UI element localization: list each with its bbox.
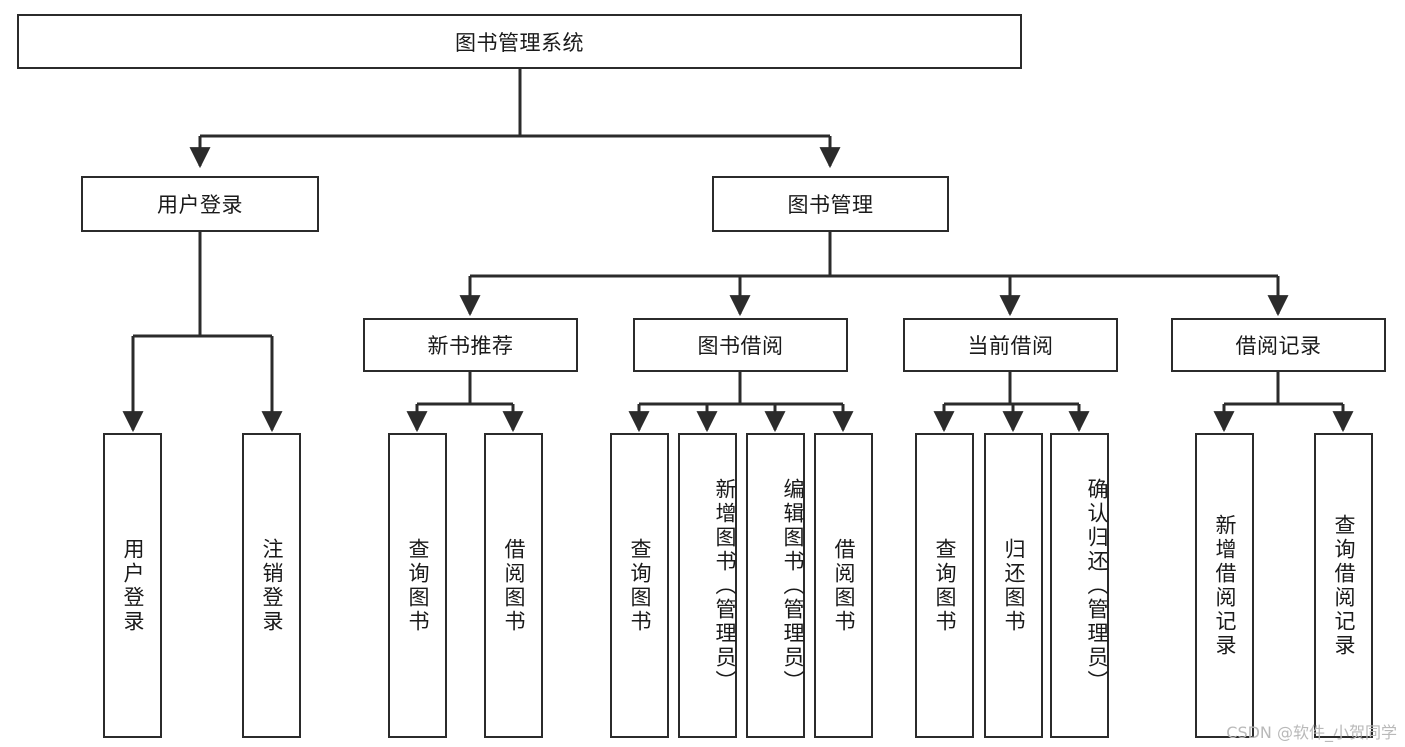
csdn-watermark: CSDN @软件_小贺同学 bbox=[1226, 723, 1397, 742]
node-label: 查询借阅记录 bbox=[1332, 513, 1356, 658]
leaf-query-borrow-record[interactable]: 查询借阅记录 bbox=[1314, 433, 1373, 738]
leaf-user-logout[interactable]: 注销登录 bbox=[242, 433, 301, 738]
node-new-book-recommend[interactable]: 新书推荐 bbox=[363, 318, 578, 372]
leaf-edit-book-admin[interactable]: 编辑图书（管理员） bbox=[746, 433, 805, 738]
leaf-borrow-books-borrow[interactable]: 借阅图书 bbox=[814, 433, 873, 738]
leaf-user-login[interactable]: 用户登录 bbox=[103, 433, 162, 738]
node-label: 借阅记录 bbox=[1235, 334, 1322, 358]
node-book-borrow[interactable]: 图书借阅 bbox=[633, 318, 848, 372]
node-label: 用户登录 bbox=[157, 193, 243, 217]
node-label: 查询图书 bbox=[406, 537, 430, 634]
node-label: 用户登录 bbox=[121, 537, 145, 634]
node-label: 注销登录 bbox=[260, 537, 284, 634]
node-book-management[interactable]: 图书管理 bbox=[712, 176, 949, 232]
leaf-confirm-return-admin[interactable]: 确认归还（管理员） bbox=[1050, 433, 1109, 738]
node-user-login[interactable]: 用户登录 bbox=[81, 176, 319, 232]
node-label: 归还图书 bbox=[1002, 537, 1026, 634]
node-current-borrow[interactable]: 当前借阅 bbox=[903, 318, 1118, 372]
node-label: 借阅图书 bbox=[502, 537, 526, 634]
leaf-borrow-books-newbook[interactable]: 借阅图书 bbox=[484, 433, 543, 738]
node-label: 新增图书（管理员） bbox=[713, 477, 737, 694]
leaf-query-books-newbook[interactable]: 查询图书 bbox=[388, 433, 447, 738]
node-label: 图书借阅 bbox=[697, 334, 784, 358]
node-label: 图书管理系统 bbox=[455, 30, 584, 55]
node-label: 编辑图书（管理员） bbox=[781, 477, 805, 694]
node-label: 查询图书 bbox=[628, 537, 652, 634]
node-root-system[interactable]: 图书管理系统 bbox=[17, 14, 1022, 69]
node-label: 查询图书 bbox=[933, 537, 957, 634]
node-label: 确认归还（管理员） bbox=[1085, 477, 1109, 694]
leaf-return-books[interactable]: 归还图书 bbox=[984, 433, 1043, 738]
leaf-add-book-admin[interactable]: 新增图书（管理员） bbox=[678, 433, 737, 738]
node-label: 新增借阅记录 bbox=[1213, 513, 1237, 658]
node-label: 新书推荐 bbox=[427, 334, 514, 358]
node-borrow-records[interactable]: 借阅记录 bbox=[1171, 318, 1386, 372]
node-label: 借阅图书 bbox=[832, 537, 856, 634]
node-label: 图书管理 bbox=[787, 193, 874, 217]
leaf-add-borrow-record[interactable]: 新增借阅记录 bbox=[1195, 433, 1254, 738]
leaf-query-books-borrow[interactable]: 查询图书 bbox=[610, 433, 669, 738]
leaf-query-books-current[interactable]: 查询图书 bbox=[915, 433, 974, 738]
node-label: 当前借阅 bbox=[967, 334, 1054, 358]
